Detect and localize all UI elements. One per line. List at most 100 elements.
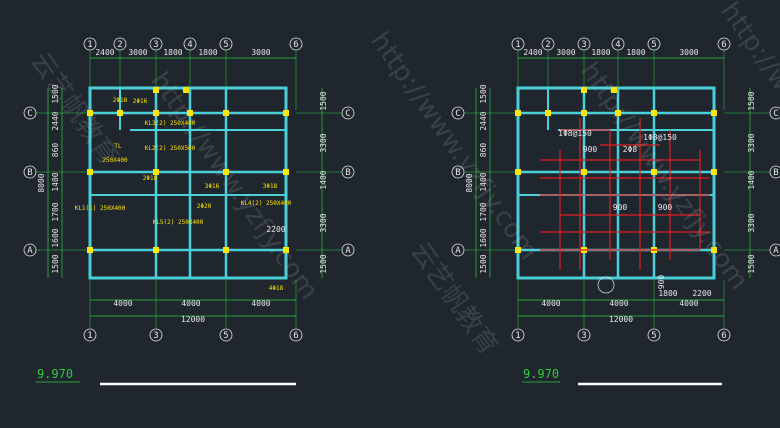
bottom-axis-3-circle <box>577 328 591 342</box>
left-dim-text: 1500 <box>479 84 488 103</box>
top-axis-6-label: 6 <box>721 40 726 50</box>
column <box>223 247 229 253</box>
left-dim-text: 860 <box>479 143 488 158</box>
right-dim-text: 3300 <box>319 133 328 152</box>
elevation-text: 9.970 <box>37 367 73 381</box>
top-axis-3-label: 3 <box>581 40 586 50</box>
rebar-label: 900 <box>613 203 628 212</box>
column <box>651 110 657 116</box>
left-dim-text: 1600 <box>51 228 60 247</box>
column <box>87 247 93 253</box>
row-axis-right-C-label: C <box>773 109 778 119</box>
top-dim-text: 1800 <box>626 48 645 57</box>
extra-dim-text: 2200 <box>266 225 285 234</box>
bottom-axis-5-circle <box>647 328 661 342</box>
bottom-axis-3-circle <box>149 328 163 342</box>
rebar-label: 900 <box>583 145 598 154</box>
top-dim-text: 2400 <box>523 48 542 57</box>
left-dim-text: 1500 <box>51 254 60 273</box>
rebar-label: 1Φ8@150 <box>643 133 677 142</box>
left-dim-text: 1400 <box>479 172 488 191</box>
row-axis-right-B-label: B <box>773 168 778 178</box>
column <box>515 110 521 116</box>
top-axis-3-label: 3 <box>153 40 158 50</box>
left-dim-text: 860 <box>51 143 60 158</box>
right-dim-text: 3300 <box>747 133 756 152</box>
column <box>153 87 159 93</box>
column <box>187 110 193 116</box>
row-axis-left-B-label: B <box>27 168 32 178</box>
bottom-axis-5-label: 5 <box>223 331 228 341</box>
column <box>223 169 229 175</box>
top-axis-4-label: 4 <box>615 40 620 50</box>
column <box>515 169 521 175</box>
top-axis-4-label: 4 <box>187 40 192 50</box>
top-dim-text: 3000 <box>251 48 270 57</box>
beam-label: KL2(2) 250X500 <box>145 145 196 152</box>
left-dim-text: 1400 <box>51 172 60 191</box>
beam-label: 2Φ20 <box>197 203 212 210</box>
top-dim-text: 3000 <box>679 48 698 57</box>
bottom-axis-3-label: 3 <box>581 331 586 341</box>
column <box>153 169 159 175</box>
beam-label: 2Φ16 <box>133 98 148 105</box>
detail-circle <box>597 276 615 294</box>
row-axis-right-A-label: A <box>773 246 779 256</box>
column <box>283 247 289 253</box>
beam-label: TL <box>114 143 122 150</box>
row-axis-left-C-label: C <box>455 109 460 119</box>
beam-label: KL5(2) 250X400 <box>153 219 204 226</box>
right-dim-text: 1500 <box>319 91 328 110</box>
column <box>711 169 717 175</box>
extra-dim-2: 2200 <box>692 289 711 298</box>
rebar-label: 2Φ8 <box>623 145 638 154</box>
left-dim-text: 1600 <box>479 228 488 247</box>
watermark-text: http://www.yzfjy.com <box>714 0 780 235</box>
bottom-axis-6-circle <box>289 328 303 342</box>
column <box>153 247 159 253</box>
column <box>87 169 93 175</box>
right-dim-text: 3300 <box>747 213 756 232</box>
column <box>651 169 657 175</box>
beam-label: 250X400 <box>102 157 128 164</box>
extra-dim-1: 1800 <box>658 289 677 298</box>
left-dim-text: 1700 <box>479 202 488 221</box>
bottom-dim-text: 4000 <box>679 299 698 308</box>
watermark-text: 云艺帆教育 <box>24 47 123 171</box>
beam-label: KL3(2) 250X400 <box>145 120 196 127</box>
elevation-text-right: 9.970 <box>523 367 559 381</box>
bottom-axis-5-circle <box>219 328 233 342</box>
bottom-axis-3-label: 3 <box>153 331 158 341</box>
top-dim-text: 2400 <box>95 48 114 57</box>
bottom-axis-1-label: 1 <box>87 331 92 341</box>
beam-label: 2Φ18 <box>143 175 158 182</box>
top-axis-1-label: 1 <box>87 40 92 50</box>
beam-label: 4Φ18 <box>269 285 284 292</box>
rebar-label: 1Φ8@150 <box>558 129 592 138</box>
row-axis-left-B-label: B <box>455 168 460 178</box>
column <box>711 110 717 116</box>
row-axis-right-C-label: C <box>345 109 350 119</box>
right-dim-text: 1500 <box>747 91 756 110</box>
beam-label: KL4(2) 250X400 <box>241 200 292 207</box>
right-dim-text: 3300 <box>319 213 328 232</box>
bottom-axis-1-label: 1 <box>515 331 520 341</box>
column <box>283 169 289 175</box>
total-width-text: 12000 <box>181 315 205 324</box>
bottom-axis-5-label: 5 <box>651 331 656 341</box>
bottom-axis-6-circle <box>717 328 731 342</box>
top-dim-text: 1800 <box>198 48 217 57</box>
top-axis-6-label: 6 <box>293 40 298 50</box>
column <box>581 87 587 93</box>
beam-label: 3Φ18 <box>263 183 278 190</box>
row-axis-right-A-label: A <box>345 246 351 256</box>
top-axis-5-label: 5 <box>223 40 228 50</box>
top-dim-text: 1800 <box>591 48 610 57</box>
watermark-text: http://www.yzfjy.com <box>144 67 324 306</box>
watermark-text: http://www.yzfjy.com <box>574 57 754 296</box>
rebar-label: 900 <box>658 203 673 212</box>
beam-label: 2Φ18 <box>113 97 128 104</box>
